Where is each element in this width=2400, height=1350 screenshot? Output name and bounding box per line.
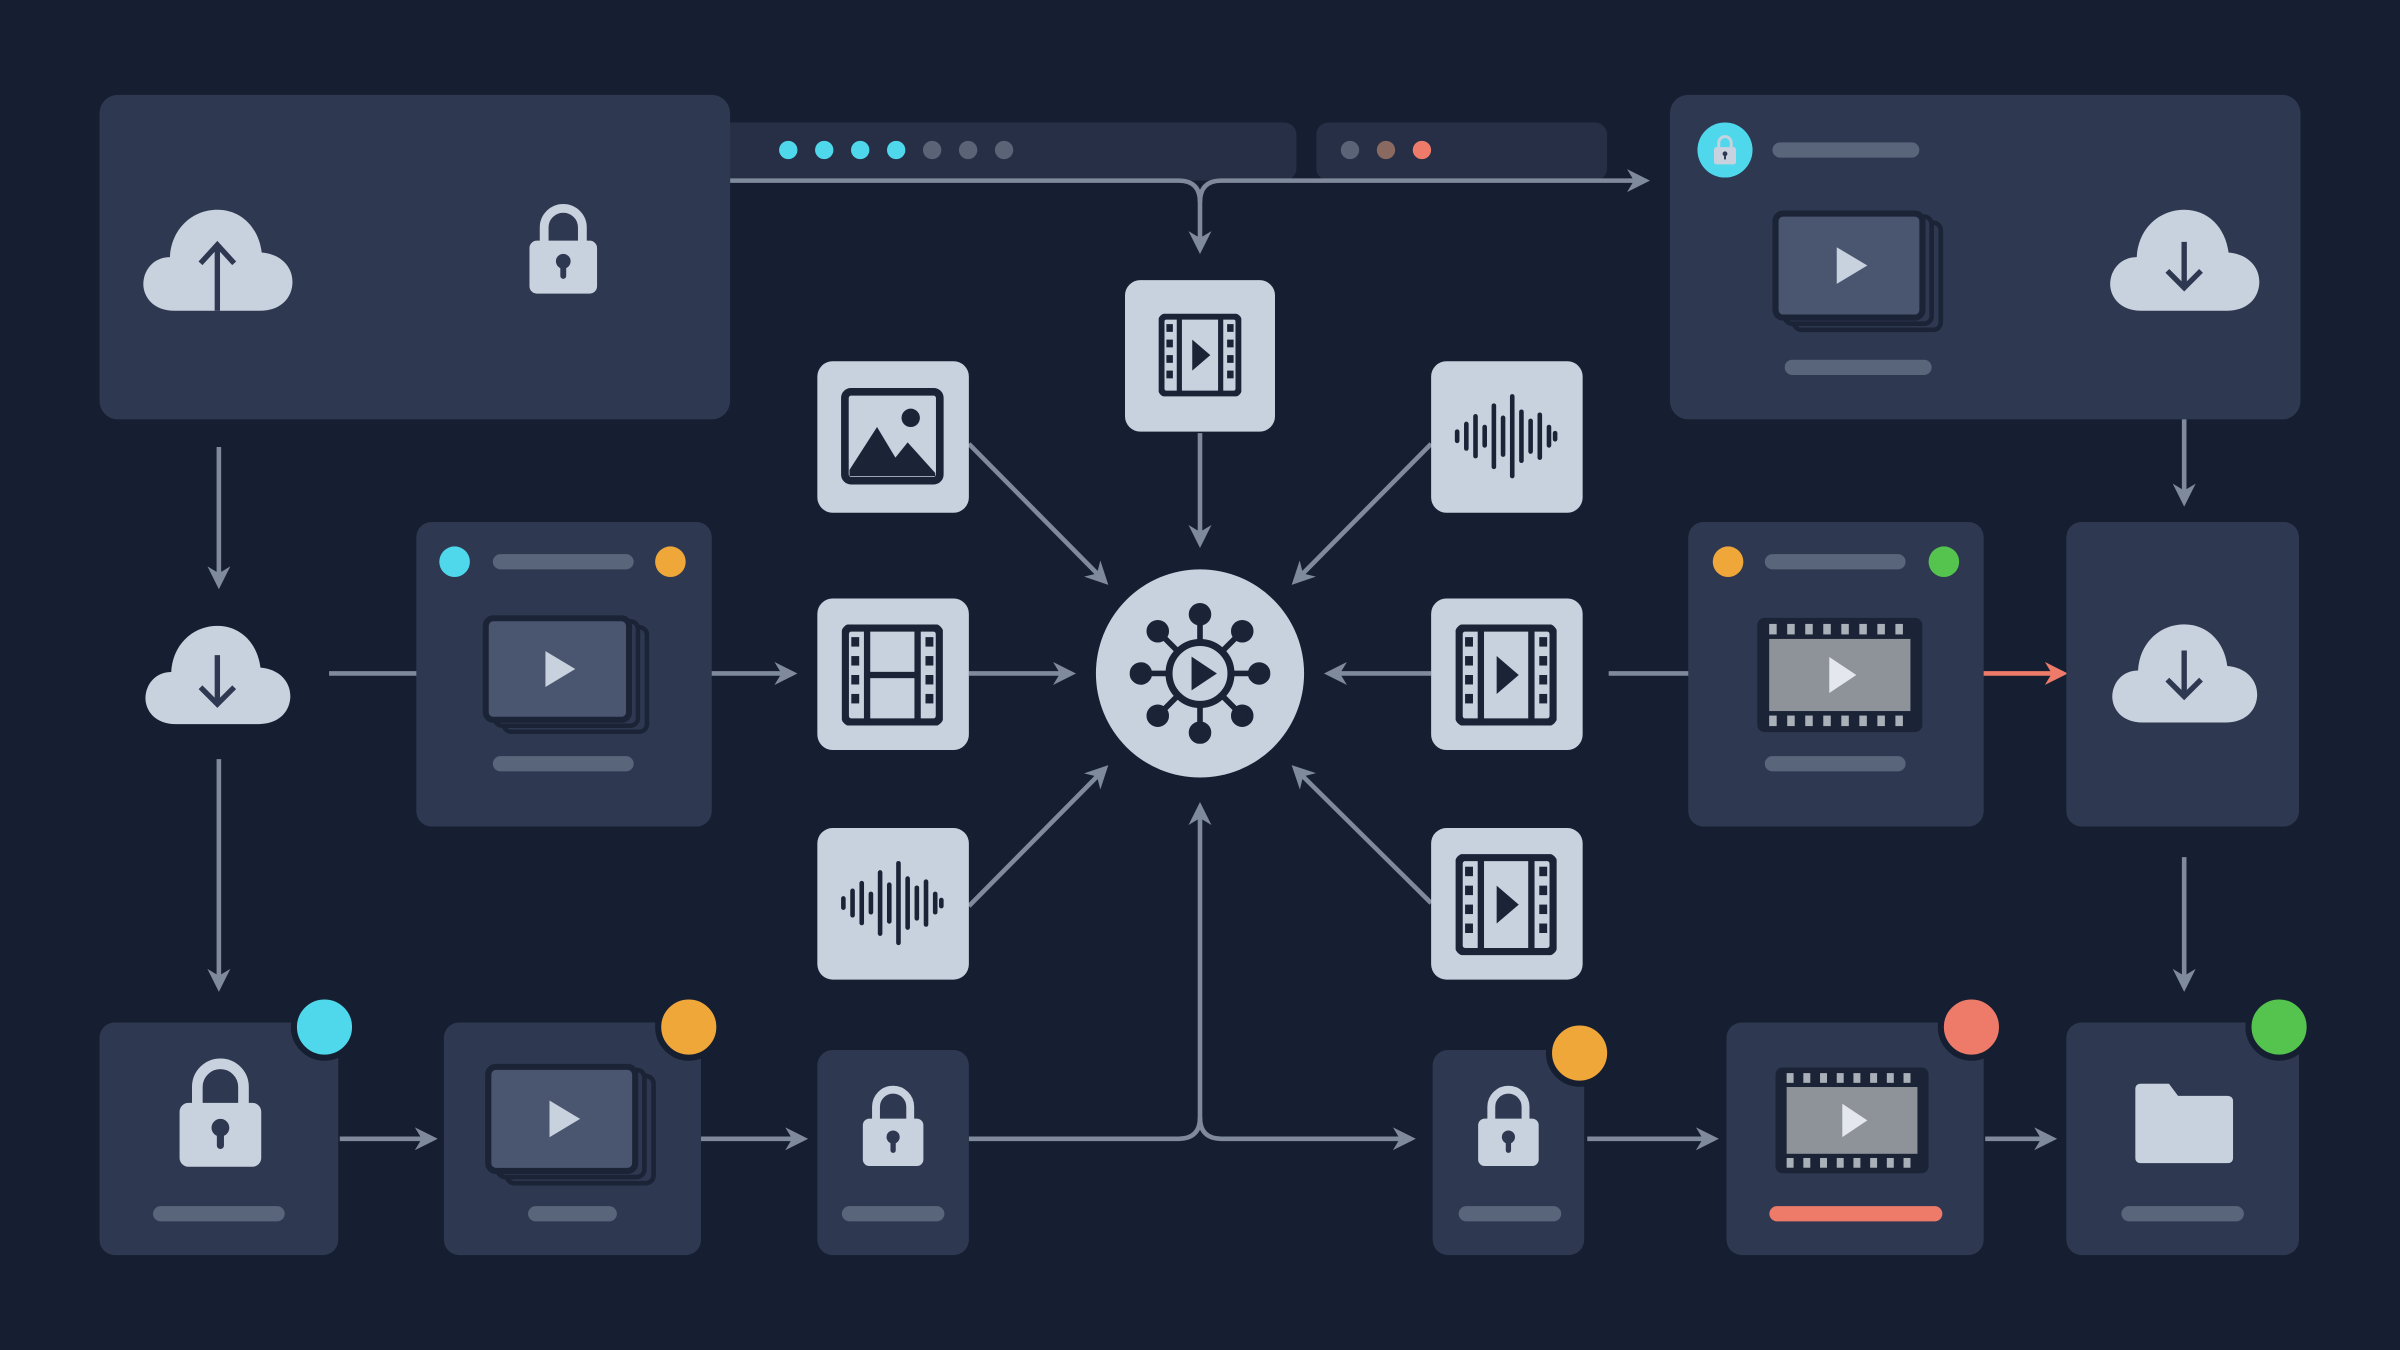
film-item-card[interactable]: [1726, 993, 2006, 1256]
secure-download-output-card[interactable]: [1669, 94, 2301, 420]
status-dot: [851, 140, 870, 160]
status-dot: [815, 140, 834, 160]
play-input-tile[interactable]: [1125, 280, 1275, 432]
processing-hub[interactable]: [1095, 569, 1305, 778]
status-dot: [439, 546, 470, 578]
locked-item-card[interactable]: [99, 993, 359, 1256]
status-dot: [779, 140, 798, 160]
video-stack-icon: [1776, 214, 1941, 330]
connector-bottom-split: [1197, 1117, 1416, 1151]
cloud-download-icon: [2110, 209, 2260, 311]
audio-input-tile[interactable]: [817, 828, 969, 980]
status-dot: [886, 140, 906, 160]
status-badge: [1545, 1019, 1614, 1087]
status-dot: [1412, 140, 1432, 160]
status-dot: [1340, 140, 1360, 160]
status-dot: [958, 140, 978, 160]
cloud-download-card[interactable]: [2066, 521, 2299, 827]
status-dot: [1712, 546, 1744, 578]
connector: [967, 765, 1109, 908]
cloud-download-icon: [145, 625, 291, 725]
image-input-tile[interactable]: [817, 361, 969, 513]
film-play-input-tile[interactable]: [1431, 598, 1583, 750]
film-input-tile[interactable]: [817, 598, 969, 750]
video-stack-icon: [488, 1067, 653, 1183]
connector: [967, 442, 1109, 585]
locked-item-card-3[interactable]: [1432, 1019, 1614, 1256]
video-preview-card[interactable]: [416, 521, 712, 827]
progress-bar: [1769, 1206, 1943, 1222]
status-dot: [1928, 546, 1960, 578]
status-dot: [922, 140, 942, 160]
connector: [1291, 442, 1433, 585]
locked-item-card-2[interactable]: [817, 1050, 969, 1256]
video-item-card[interactable]: [443, 993, 723, 1256]
status-badge: [290, 993, 359, 1061]
status-badge: [655, 993, 723, 1061]
hub-icon: [1132, 606, 1267, 741]
film-thumbnail-icon: [1757, 617, 1923, 733]
connector-top-right: [1197, 169, 1650, 203]
rendered-video-card[interactable]: [1688, 521, 1984, 827]
film-thumbnail-icon: [1775, 1067, 1929, 1174]
upload-encrypt-card[interactable]: [99, 94, 731, 420]
status-dot: [1376, 140, 1396, 160]
status-dot: [994, 140, 1014, 160]
cloud-upload-icon: [143, 209, 293, 311]
status-bar-panel: [1316, 122, 1608, 181]
audio-input-tile-right[interactable]: [1431, 361, 1583, 513]
folder-item-card[interactable]: [2066, 993, 2313, 1256]
cloud-download-icon: [2112, 624, 2258, 723]
video-stack-icon: [486, 618, 647, 731]
status-badge: [2245, 993, 2313, 1061]
film-play-input-tile-lower[interactable]: [1431, 828, 1583, 980]
connector: [1291, 765, 1433, 905]
progress-bar-panel: [719, 122, 1297, 181]
status-badge: [1937, 993, 2006, 1061]
status-dot: [655, 546, 686, 578]
